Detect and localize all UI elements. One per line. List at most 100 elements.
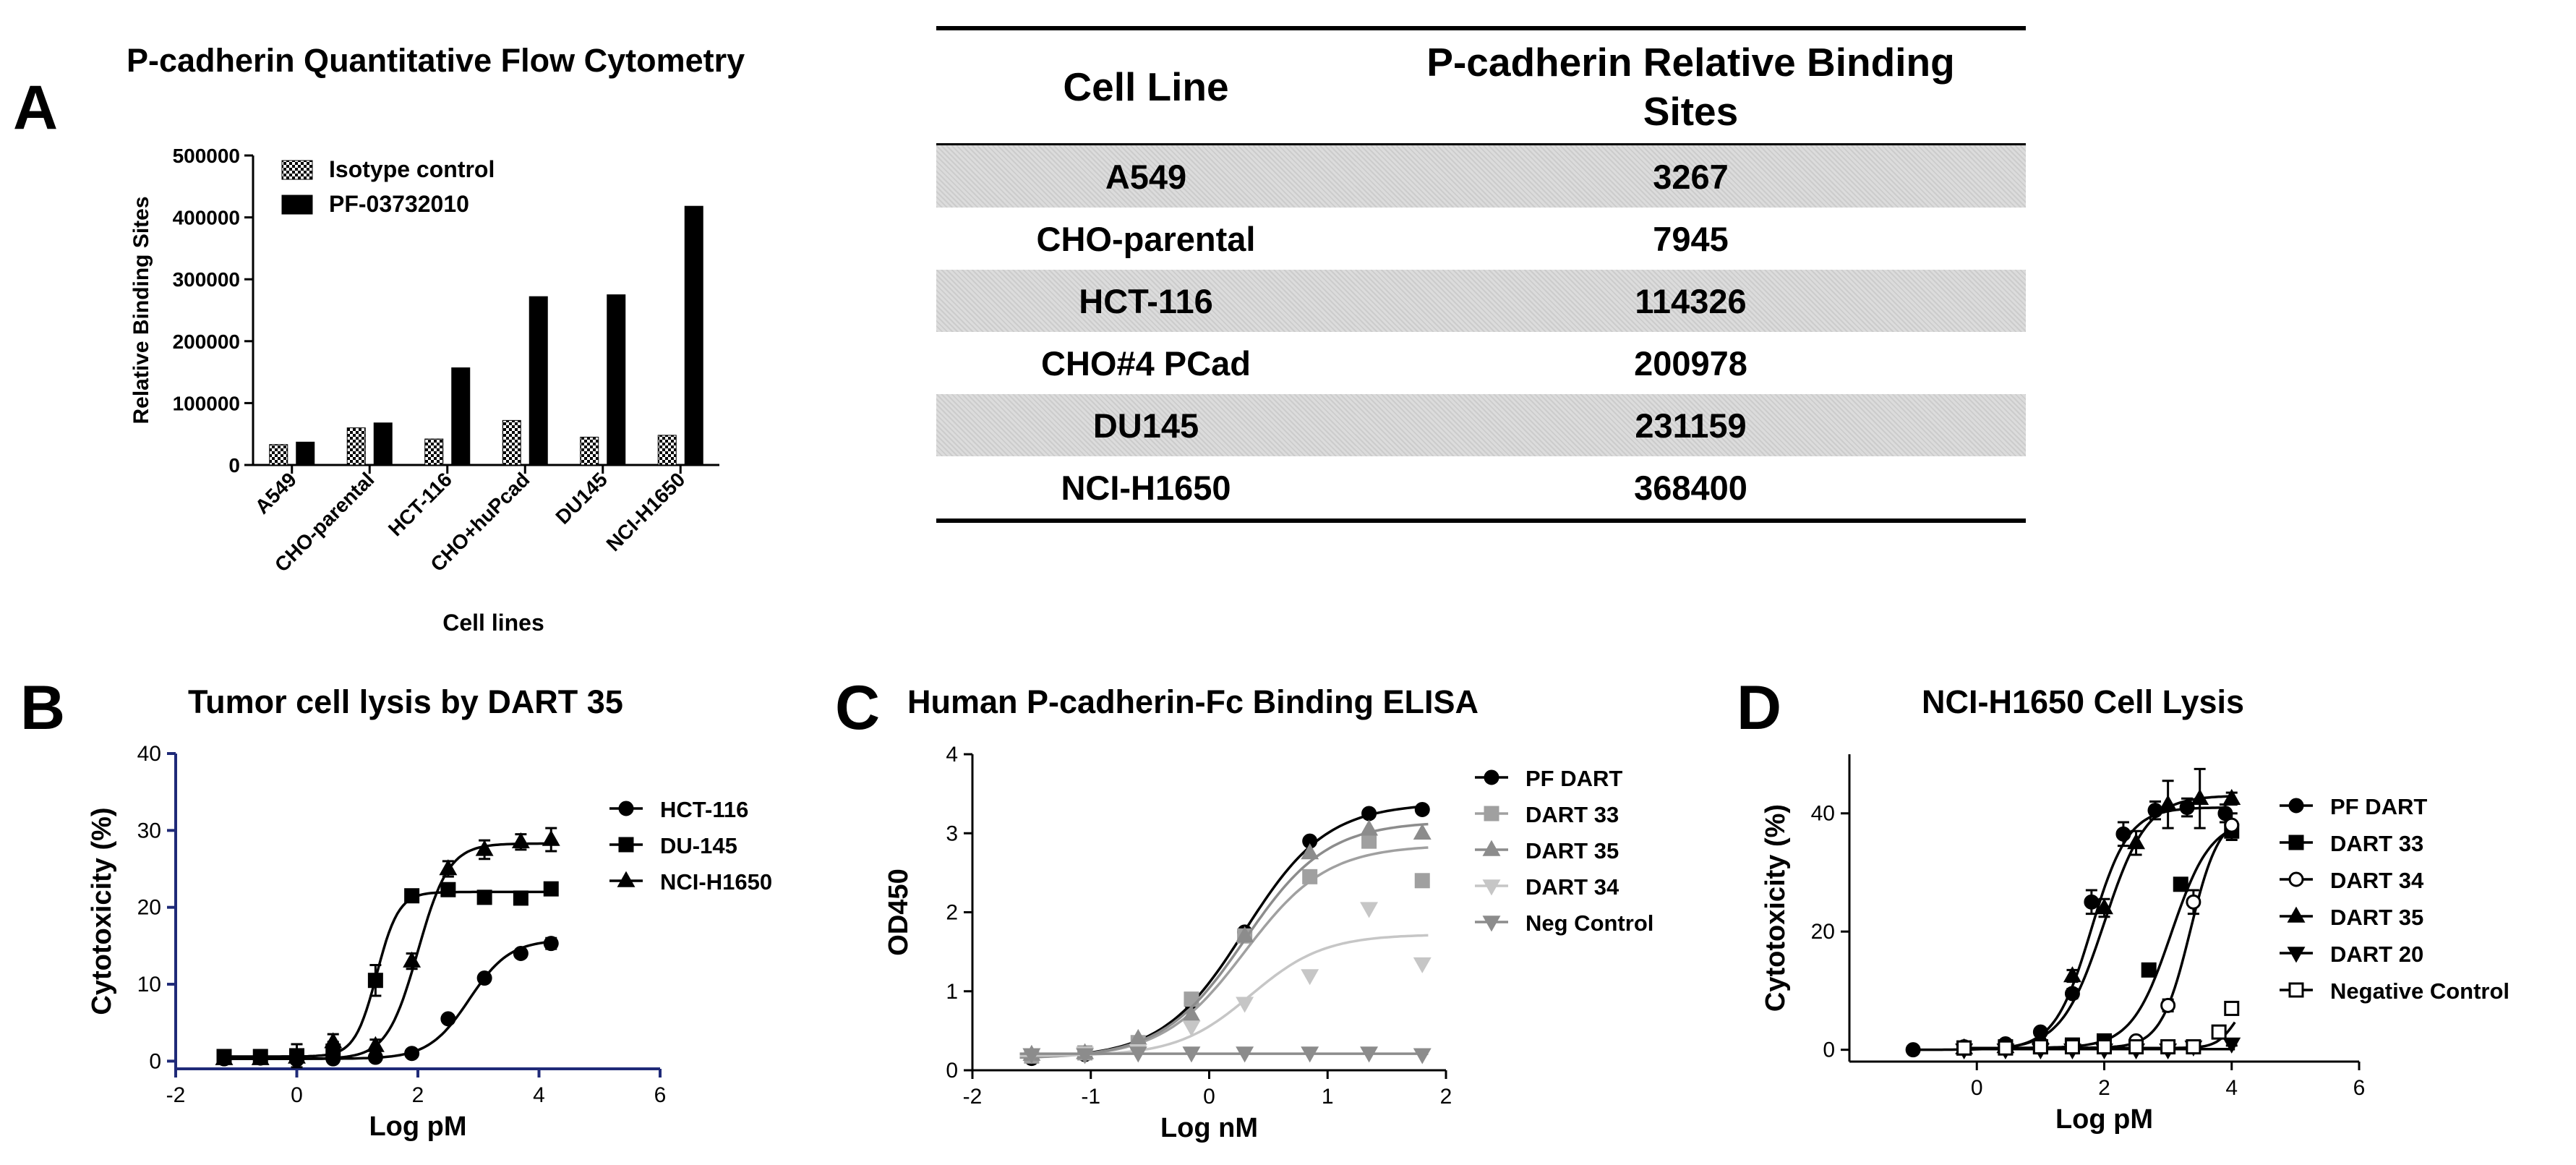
binding-sites-value: 200978 (1634, 343, 1747, 383)
table-row: A549 3267 (936, 144, 2026, 208)
data-point (1413, 823, 1432, 840)
bar-chart-binding-sites: 0100000200000300000400000500000Relative … (129, 145, 719, 636)
data-point (1301, 1046, 1319, 1063)
y-tick-label: 3 (946, 822, 958, 845)
data-point (215, 1049, 234, 1065)
series-nci-h1650 (215, 827, 560, 1065)
data-point (2115, 826, 2131, 842)
series-hct-116 (216, 936, 559, 1067)
bar-isotype (346, 427, 366, 466)
data-point (1905, 1042, 1921, 1058)
x-tick-label: 6 (654, 1083, 667, 1107)
data-point (1182, 1020, 1201, 1037)
bar-isotype (269, 444, 288, 466)
data-point (367, 973, 383, 989)
data-point (2224, 1000, 2240, 1016)
fit-curve (1019, 822, 1429, 1059)
data-point (2186, 894, 2201, 910)
data-point (2127, 833, 2146, 850)
legend-label: PF-03732010 (329, 191, 469, 217)
data-point (1236, 1046, 1254, 1063)
x-tick-label: DU145 (551, 468, 612, 529)
y-tick-label: 0 (149, 1049, 161, 1073)
x-tick-label: 6 (2353, 1076, 2366, 1100)
x-tick-label: 0 (291, 1083, 303, 1107)
series-dart-34 (1019, 902, 1432, 1064)
data-point (475, 840, 494, 856)
data-point (440, 882, 456, 897)
x-tick-label: NCI-H1650 (602, 468, 690, 555)
data-point (617, 871, 636, 887)
bar-isotype (657, 435, 677, 466)
data-point (2032, 1039, 2048, 1055)
data-point (403, 951, 422, 968)
data-point (1301, 843, 1319, 860)
bar-isotype (424, 438, 444, 466)
x-tick-label: HCT-116 (384, 468, 456, 540)
bar-pf-03732010 (684, 205, 703, 466)
y-axis-label: Cytotoxicity (%) (1760, 804, 1791, 1012)
y-tick-label: 300000 (173, 268, 240, 291)
legend-label: Neg Control (1526, 910, 1653, 936)
data-point (1482, 916, 1501, 932)
data-point (1129, 1028, 1147, 1045)
series-neg-control (1019, 1046, 1432, 1064)
data-point (1182, 1005, 1201, 1022)
y-axis-label: Relative Binding Sites (129, 196, 153, 424)
data-point (1482, 840, 1501, 856)
panel-a-title: P-cadherin Quantitative Flow Cytometry (127, 42, 745, 79)
y-tick-label: 200000 (173, 330, 240, 353)
header-cell-line: Cell Line (936, 26, 1356, 145)
x-axis-label: Log nM (1160, 1113, 1258, 1143)
data-point (2288, 835, 2304, 850)
data-point (2287, 947, 2306, 963)
y-tick-label: 100000 (173, 392, 240, 414)
y-tick-label: 10 (137, 973, 161, 997)
x-axis-label: Log pM (2055, 1104, 2153, 1135)
data-point (1484, 769, 1499, 785)
table-row: NCI-H1650 368400 (936, 456, 2026, 523)
panel-b-label: B (20, 673, 66, 743)
series-negative-control (1956, 1000, 2240, 1056)
legend-label: DART 35 (2330, 905, 2423, 930)
panel-c-title: Human P-cadherin-Fc Binding ELISA (907, 683, 1479, 720)
binding-sites-table: Cell Line P-cadherin Relative Binding Si… (936, 26, 2026, 523)
y-tick-label: 30 (137, 819, 161, 842)
data-point (2141, 962, 2157, 978)
table-header-row: Cell Line P-cadherin Relative Binding Si… (936, 26, 2026, 145)
legend-label: DART 34 (2330, 868, 2424, 893)
bar-pf-03732010 (607, 294, 626, 466)
bar-pf-03732010 (373, 422, 393, 466)
data-point (1956, 1040, 1972, 1056)
x-tick-label: 4 (533, 1083, 545, 1107)
data-point (2288, 982, 2304, 998)
data-point (251, 1049, 270, 1065)
panel-b-title: Tumor cell lysis by DART 35 (188, 683, 623, 720)
legend-label: PF DART (1526, 766, 1622, 791)
y-tick-label: 20 (137, 896, 161, 920)
data-point (513, 890, 529, 906)
cell-line-name: A549 (936, 144, 1356, 208)
data-point (2063, 966, 2081, 983)
legend-label: DART 34 (1526, 874, 1619, 900)
x-tick-label: 2 (2098, 1076, 2110, 1100)
data-point (1236, 926, 1254, 942)
data-point (1998, 1040, 2014, 1056)
panel-a-label: A (13, 73, 59, 142)
x-tick-label: 2 (412, 1083, 424, 1107)
legend-label: Negative Control (2330, 978, 2509, 1004)
data-point (1414, 873, 1430, 889)
x-tick-label: -1 (1081, 1085, 1100, 1109)
data-point (2173, 876, 2188, 892)
data-point (543, 936, 559, 952)
legend-label: Isotype control (329, 156, 495, 182)
cell-line-name: CHO#4 PCad (1041, 343, 1251, 383)
data-point (476, 889, 492, 905)
fit-curve (218, 890, 555, 1058)
header-binding-sites: P-cadherin Relative Binding Sites (1356, 26, 2026, 145)
data-point (2222, 1037, 2241, 1054)
x-tick-label: A549 (251, 468, 301, 518)
